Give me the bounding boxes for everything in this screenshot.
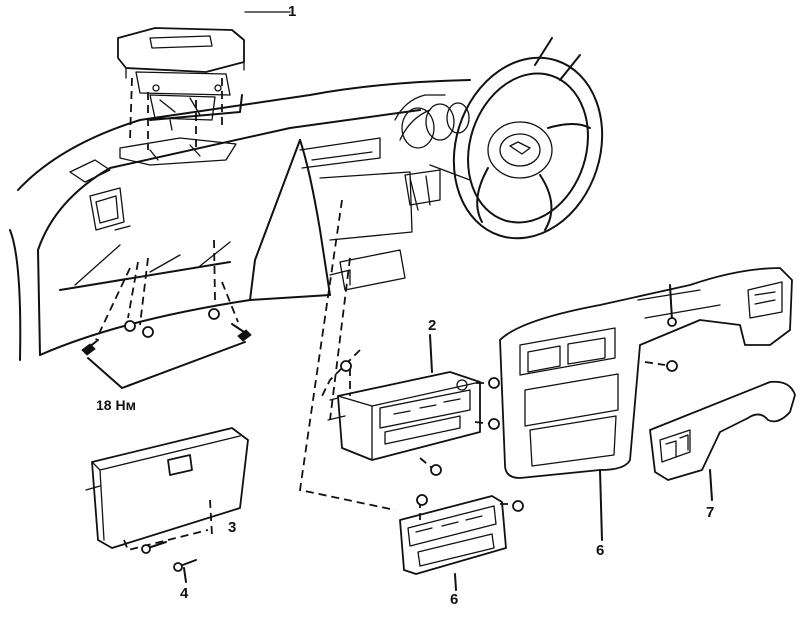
callout-6-climate: 6 — [450, 591, 459, 608]
callout-1: 1 — [288, 3, 297, 20]
callout-6-panel: 6 — [596, 542, 605, 559]
callout-2: 2 — [428, 317, 437, 334]
part-2-audio-unit — [327, 334, 500, 476]
part-3-glove-box — [85, 427, 249, 552]
part-7-switch-trim-panel — [649, 380, 796, 501]
part-1-passenger-airbag — [117, 11, 291, 166]
part-4-screws — [141, 541, 197, 583]
dashboard-panel — [9, 79, 471, 361]
callout-3: 3 — [228, 519, 237, 536]
callout-4: 4 — [180, 585, 189, 602]
part-6-climate-control — [399, 494, 524, 591]
callout-7: 7 — [706, 504, 715, 521]
part-6-cluster-finish-panel — [499, 267, 793, 541]
torque-spec-label: 18 Нм — [96, 397, 136, 413]
steering-wheel — [429, 37, 604, 240]
assembly-guide-lines — [298, 199, 396, 511]
dashboard-mounting-bolts — [81, 239, 252, 389]
